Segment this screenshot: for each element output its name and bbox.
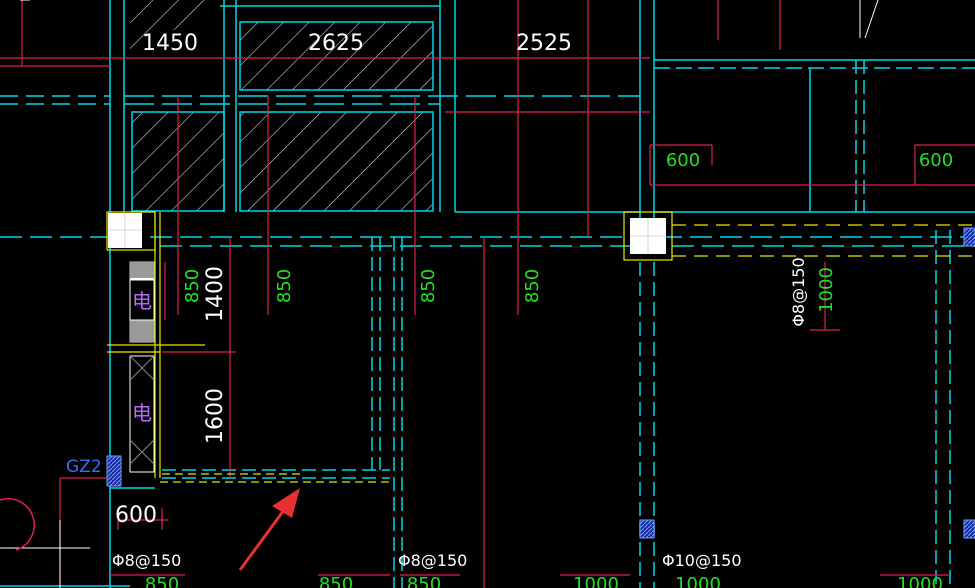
green-slab-dims: 600 600 xyxy=(666,150,953,171)
dim-bottom-850-b: 850 xyxy=(319,574,353,588)
green-beam-dims: 850 850 850 850 1000 xyxy=(182,267,837,313)
rebar-callout-bottom-mid: Φ8@150 xyxy=(398,551,467,570)
dim-green-850-a: 850 xyxy=(182,269,203,303)
shaft-label-lower: 电 xyxy=(132,401,152,425)
dim-green-850-c: 850 xyxy=(418,269,439,303)
dim-bottom-850-c: 850 xyxy=(407,574,441,588)
dim-bottom-1000-b: 1000 xyxy=(675,574,721,588)
column-left[interactable] xyxy=(106,211,156,251)
bottom-green-dims: 850 850 850 1000 1000 1000 xyxy=(145,574,943,588)
dim-600-bottom: 600 xyxy=(115,503,157,528)
rebar-callout-vertical: Φ8@150 xyxy=(789,257,808,326)
top-dimension-labels: 1450 2625 2525 xyxy=(142,31,572,56)
white-lines xyxy=(0,0,879,588)
white-vertical-dims: 1400 1600 600 xyxy=(115,266,228,528)
electrical-shaft-upper[interactable] xyxy=(129,261,155,343)
dim-green-850-d: 850 xyxy=(522,269,543,303)
dim-green-600-b: 600 xyxy=(919,150,953,171)
gz-column-markers[interactable] xyxy=(106,227,975,539)
red-arrow-annotation xyxy=(238,488,300,571)
dim-bottom-1000-c: 1000 xyxy=(897,574,943,588)
dim-green-600-a: 600 xyxy=(666,150,700,171)
dim-top-1: 1450 xyxy=(142,31,198,56)
dim-top-2: 2625 xyxy=(308,31,364,56)
dim-1600: 1600 xyxy=(203,388,228,444)
column-tag-gz2: GZ2 xyxy=(66,457,102,477)
rebar-callout-bottom-right: Φ10@150 xyxy=(662,551,742,570)
grid-bubble-arc xyxy=(0,498,35,551)
shaft-label-upper: 电 xyxy=(132,289,152,313)
electrical-shaft-lower[interactable] xyxy=(129,355,155,473)
rebar-callout-bottom-left: Φ8@150 xyxy=(112,551,181,570)
dim-green-1000: 1000 xyxy=(816,267,837,313)
dim-bottom-1000-a: 1000 xyxy=(573,574,619,588)
shaft-labels: 电 电 xyxy=(132,289,152,425)
wall-lines-yellow xyxy=(107,212,975,483)
rebar-callouts: Φ8@150 Φ8@150 Φ8@150 Φ10@150 xyxy=(112,257,808,570)
dim-1400: 1400 xyxy=(203,266,228,322)
column-right[interactable] xyxy=(623,211,673,261)
dim-bottom-850-a: 850 xyxy=(145,574,179,588)
dim-top-3: 2525 xyxy=(516,31,572,56)
dim-green-850-b: 850 xyxy=(274,269,295,303)
